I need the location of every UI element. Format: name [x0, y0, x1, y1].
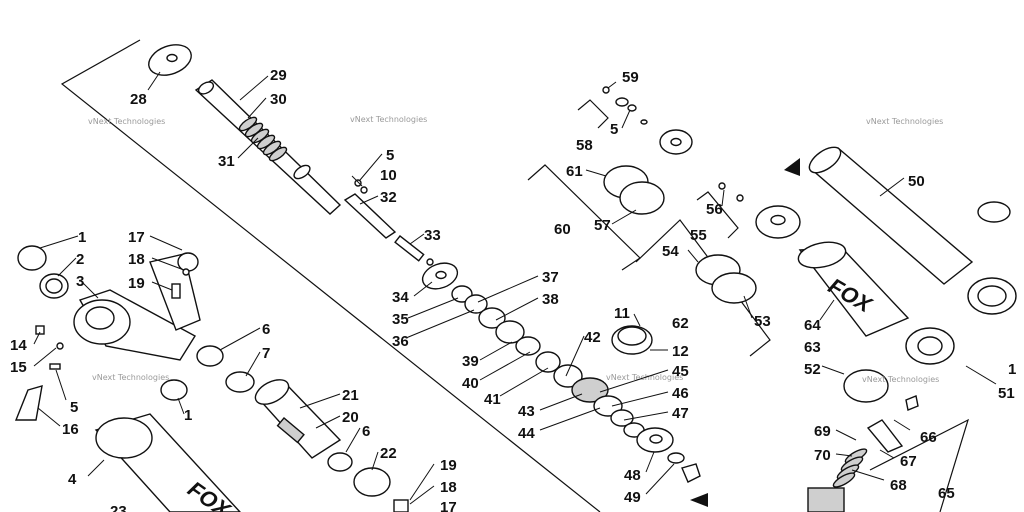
right-body-eyelet [843, 201, 1017, 411]
label-5-rod: 5 [386, 147, 394, 164]
label-55: 55 [690, 227, 707, 244]
label-1-left-top: 1 [78, 229, 86, 246]
part-labels: 28 29 30 31 5 10 32 33 34 35 36 37 38 39… [10, 67, 1016, 512]
label-52: 52 [804, 361, 821, 378]
label-54: 54 [662, 243, 679, 260]
label-11: 11 [614, 305, 630, 322]
label-66: 66 [920, 429, 937, 446]
label-35: 35 [392, 311, 409, 328]
shim-stack [421, 262, 708, 507]
label-5-left: 5 [70, 399, 78, 416]
rod-coil [238, 116, 288, 162]
label-17-top: 17 [128, 229, 145, 246]
label-57: 57 [594, 217, 611, 234]
label-70: 70 [814, 447, 831, 464]
label-34: 34 [392, 289, 409, 306]
label-5-cap: 5 [610, 121, 618, 138]
adjuster-assembly [807, 419, 904, 512]
label-28: 28 [130, 91, 147, 108]
label-4: 4 [68, 471, 77, 488]
reservoir-sleeve [784, 146, 974, 285]
label-45: 45 [672, 363, 689, 380]
reservoir-body: FOX [797, 241, 910, 337]
label-22: 22 [380, 445, 397, 462]
label-46: 46 [672, 385, 689, 402]
label-51: 51 [998, 385, 1015, 402]
label-47: 47 [672, 405, 689, 422]
label-56: 56 [706, 201, 723, 218]
watermark-6: vNext Technologies [862, 375, 939, 384]
label-58: 58 [576, 137, 593, 154]
label-41: 41 [484, 391, 501, 408]
label-36: 36 [392, 333, 409, 350]
label-39: 39 [462, 353, 479, 370]
label-43: 43 [518, 403, 535, 420]
label-19-top: 19 [128, 275, 145, 292]
main-body: FOX [94, 413, 241, 512]
label-61: 61 [566, 163, 583, 180]
label-21: 21 [342, 387, 359, 404]
label-31: 31 [218, 153, 235, 170]
label-18-top: 18 [128, 251, 145, 268]
label-38: 38 [542, 291, 559, 308]
label-10: 10 [380, 167, 397, 184]
label-63: 63 [804, 339, 821, 356]
watermark-3: vNext Technologies [866, 117, 943, 126]
label-19-bottom: 19 [440, 457, 457, 474]
watermark-2: vNext Technologies [350, 115, 427, 124]
label-16: 16 [62, 421, 79, 438]
label-60: 60 [554, 221, 571, 238]
label-64: 64 [804, 317, 821, 334]
label-23: 23 [110, 503, 127, 512]
body-tube [254, 379, 409, 512]
reservoir-cap-assembly [602, 86, 801, 304]
label-68: 68 [890, 477, 907, 494]
label-29: 29 [270, 67, 287, 84]
label-53: 53 [754, 313, 771, 330]
label-12: 12 [672, 343, 689, 360]
label-69: 69 [814, 423, 831, 440]
leader-lines [33, 71, 997, 505]
label-2: 2 [76, 251, 84, 268]
left-body-assembly [14, 245, 255, 421]
label-49: 49 [624, 489, 641, 506]
label-42: 42 [584, 329, 601, 346]
label-15: 15 [10, 359, 27, 376]
label-1-right: 1 [1008, 361, 1016, 378]
label-1-left-bottom: 1 [184, 407, 192, 424]
label-14: 14 [10, 337, 27, 354]
label-62: 62 [672, 315, 689, 332]
label-59: 59 [622, 69, 639, 86]
label-18-bottom: 18 [440, 479, 457, 496]
label-65: 65 [938, 485, 955, 502]
label-48: 48 [624, 467, 641, 484]
label-32: 32 [380, 189, 397, 206]
label-6-top: 6 [262, 321, 270, 338]
label-40: 40 [462, 375, 479, 392]
label-30: 30 [270, 91, 287, 108]
label-7: 7 [262, 345, 270, 362]
label-20: 20 [342, 409, 359, 426]
label-3: 3 [76, 273, 84, 290]
label-17-bottom: 17 [440, 499, 457, 512]
watermark-1: vNext Technologies [88, 117, 165, 126]
label-44: 44 [518, 425, 535, 442]
label-67: 67 [900, 453, 917, 470]
label-37: 37 [542, 269, 559, 286]
watermark-4: vNext Technologies [92, 373, 169, 382]
piston-rod-assembly [148, 44, 434, 266]
label-33: 33 [424, 227, 441, 244]
label-50: 50 [908, 173, 925, 190]
label-6-bottom: 6 [362, 423, 370, 440]
